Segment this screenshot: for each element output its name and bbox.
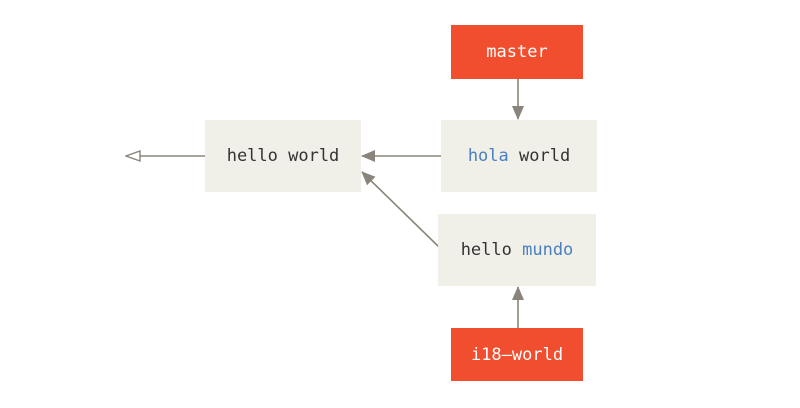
commit-hello-world-text: hello world <box>226 146 340 166</box>
commit-hello-mundo: hello mundo <box>438 214 596 286</box>
branch-i18-world: i18—world <box>451 328 583 381</box>
commit-hola-world: hola world <box>441 120 597 192</box>
branch-i18-world-label: i18—world <box>470 344 564 365</box>
commit-hello-mundo-rest: hello <box>460 240 523 260</box>
commit-hello-world: hello world <box>205 120 361 192</box>
changed-word-mundo: mundo <box>522 240 574 260</box>
edge-hello-mundo-to-hello-world <box>361 171 440 248</box>
changed-word-hola: hola <box>467 146 509 166</box>
branch-master-label: master <box>486 42 548 62</box>
branch-master: master <box>451 25 583 79</box>
commit-hola-world-rest: world <box>508 146 571 166</box>
